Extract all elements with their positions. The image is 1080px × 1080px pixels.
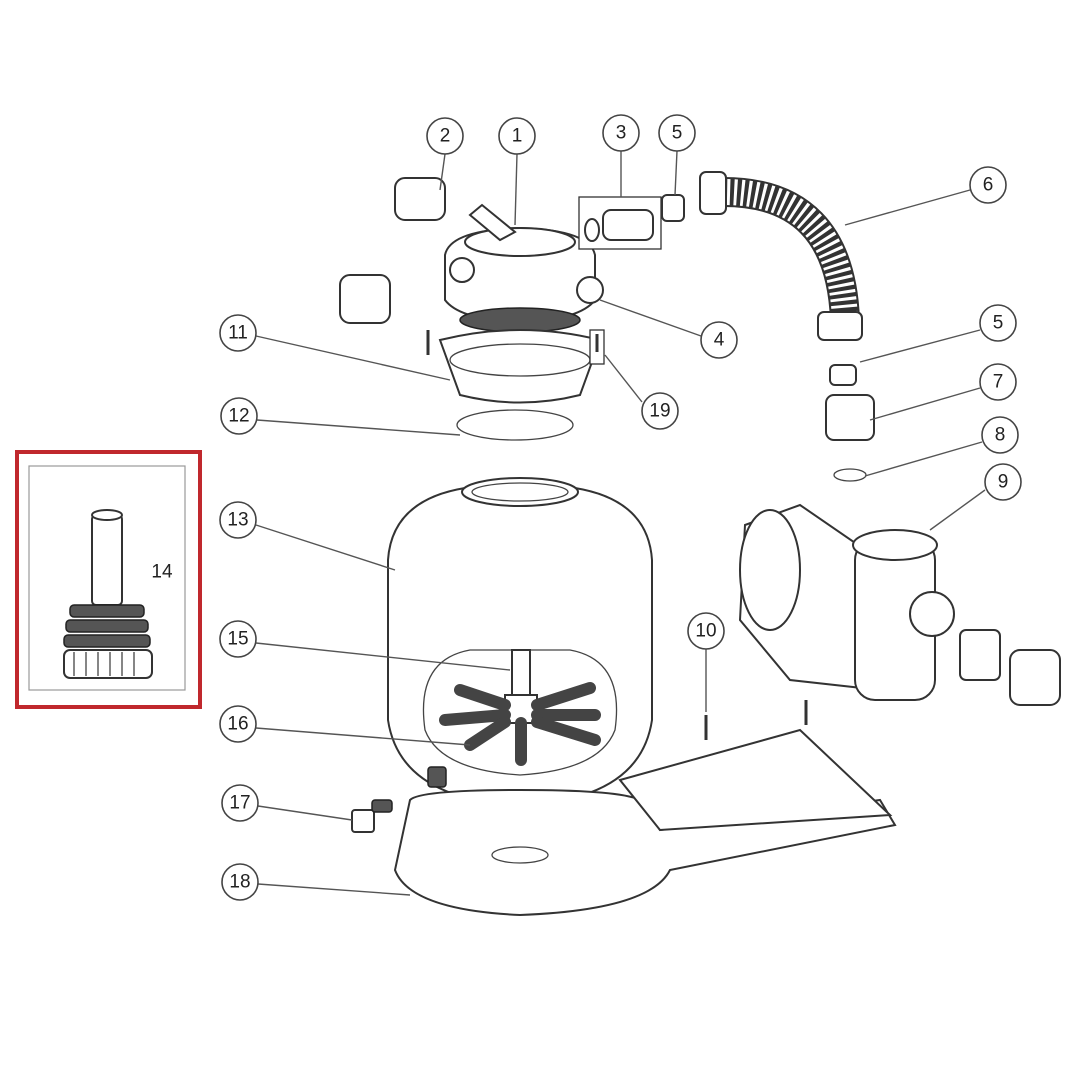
callout-4: 4	[700, 321, 738, 359]
callout-11: 11	[219, 314, 257, 352]
callout-circle	[219, 705, 257, 743]
callout-number: 12	[228, 406, 249, 427]
callout-number: 6	[983, 175, 994, 196]
callout-6: 6	[969, 166, 1007, 204]
callout-number: 3	[616, 123, 627, 144]
callout-number: 19	[649, 401, 670, 422]
callout-number: 18	[229, 872, 250, 893]
part-14-inset	[15, 450, 202, 709]
callout-12: 12	[220, 397, 258, 435]
callout-number: 7	[993, 372, 1004, 393]
callout-3: 3	[602, 114, 640, 152]
callout-circle	[221, 784, 259, 822]
base-drawing	[393, 728, 897, 917]
filter-tank-drawing	[387, 477, 653, 807]
callout-number: 16	[227, 714, 248, 735]
callout-9: 9	[984, 463, 1022, 501]
callout-number: 5	[672, 123, 683, 144]
drain-plug-drawing	[351, 799, 393, 833]
part-3-kit-drawing	[578, 194, 685, 250]
callout-circle	[221, 863, 259, 901]
callout-13: 13	[219, 501, 257, 539]
callout-number: 5	[993, 313, 1004, 334]
callout-number: 9	[998, 472, 1009, 493]
highlight-frame	[15, 450, 202, 709]
callout-circle	[641, 392, 679, 430]
callout-number: 4	[714, 330, 725, 351]
bolts-drawing	[426, 329, 808, 740]
callout-17: 17	[221, 784, 259, 822]
callout-circle	[687, 612, 725, 650]
callout-circle	[979, 304, 1017, 342]
center-pipe-drawing	[63, 509, 153, 679]
callout-14: 14	[151, 562, 173, 583]
hose-drawing	[699, 171, 875, 482]
callout-number: 2	[440, 126, 451, 147]
callout-5: 5	[658, 114, 696, 152]
callout-1: 1	[498, 117, 536, 155]
callout-circle	[602, 114, 640, 152]
callout-15: 15	[219, 620, 257, 658]
callout-16: 16	[219, 705, 257, 743]
callout-number: 14	[151, 562, 173, 583]
leader-lines	[255, 150, 986, 896]
callout-5: 5	[979, 304, 1017, 342]
pump-drawing	[738, 503, 1061, 706]
callout-circle	[700, 321, 738, 359]
callout-number: 11	[228, 323, 248, 344]
callout-circle	[426, 117, 464, 155]
callout-19: 19	[641, 392, 679, 430]
callout-number: 17	[229, 793, 250, 814]
callout-number: 10	[695, 621, 716, 642]
callout-2: 2	[426, 117, 464, 155]
callout-7: 7	[979, 363, 1017, 401]
callout-circle	[984, 463, 1022, 501]
o-ring-drawing	[456, 409, 574, 441]
laterals-drawing	[439, 682, 601, 766]
callout-8: 8	[981, 416, 1019, 454]
callout-circle	[219, 314, 257, 352]
multiport-valve-drawing	[438, 203, 604, 404]
callout-number: 15	[227, 629, 248, 650]
callout-number: 8	[995, 425, 1006, 446]
union-fittings-drawing	[339, 177, 446, 324]
callout-10: 10	[687, 612, 725, 650]
callout-number: 13	[227, 510, 248, 531]
callout-circle	[969, 166, 1007, 204]
callout-circle	[658, 114, 696, 152]
callout-circle	[220, 397, 258, 435]
callout-circle	[498, 117, 536, 155]
callout-18: 18	[221, 863, 259, 901]
callout-circle	[979, 363, 1017, 401]
callout-circle	[219, 620, 257, 658]
callout-circle	[219, 501, 257, 539]
callout-number: 1	[512, 126, 523, 147]
callout-circle	[981, 416, 1019, 454]
